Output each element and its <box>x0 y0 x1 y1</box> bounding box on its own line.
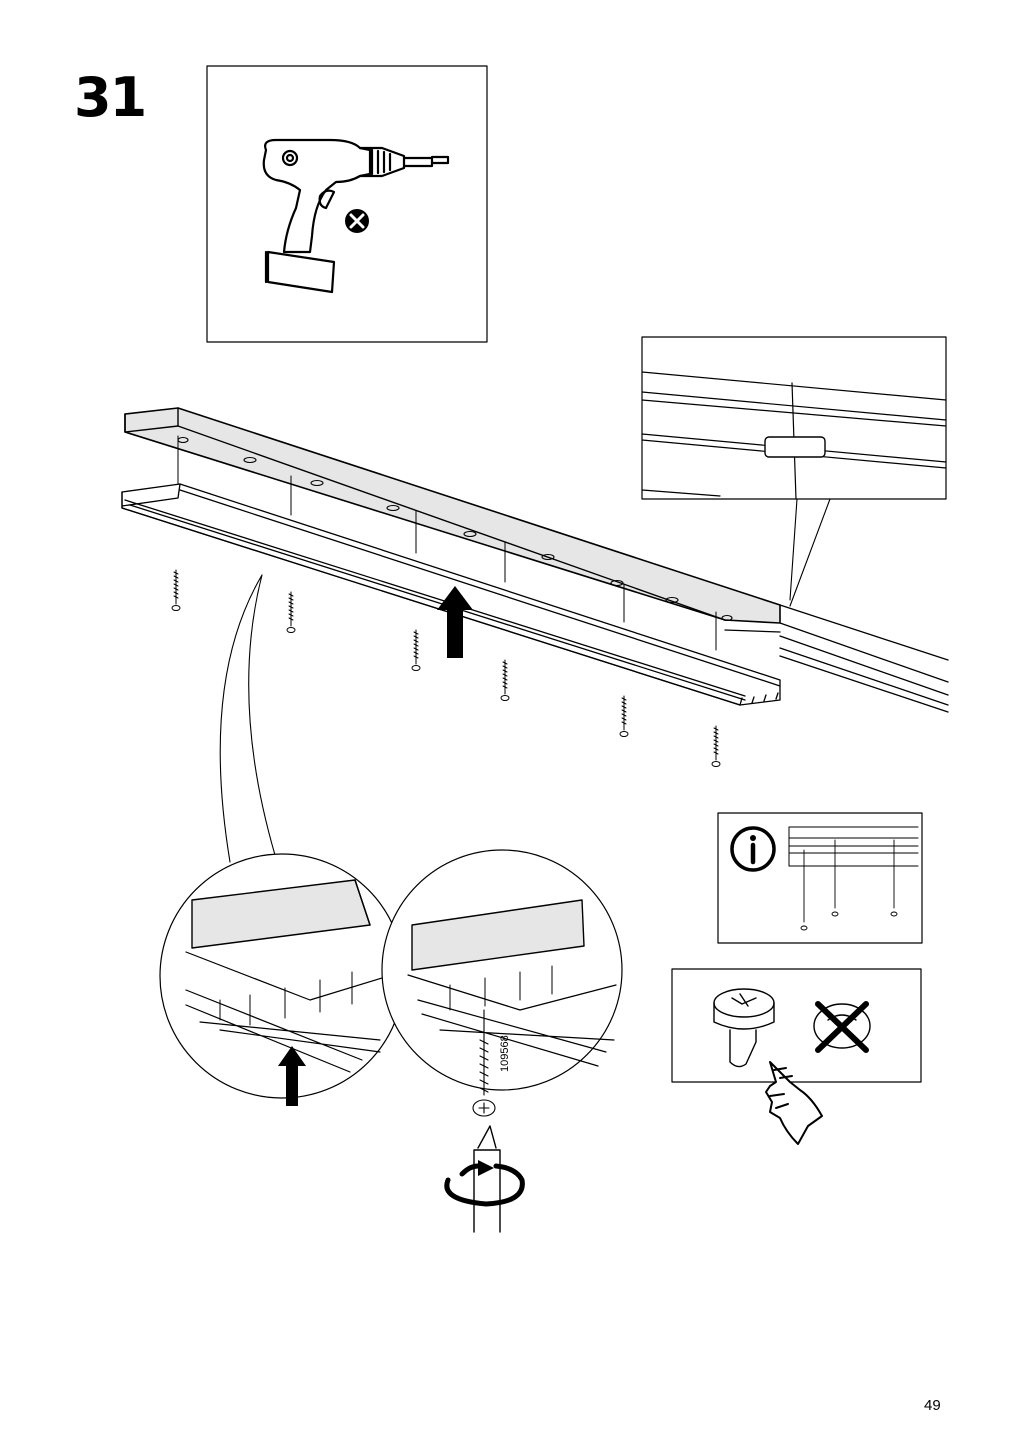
ceiling-track-panel <box>121 407 949 767</box>
screw-holes <box>177 436 733 622</box>
push-up-arrow-icon <box>437 586 473 658</box>
screw-icon <box>472 1009 496 1117</box>
callout-tail <box>219 574 276 863</box>
power-drill-icon <box>262 138 450 294</box>
magnified-rail-left <box>159 853 405 1106</box>
hand-tighten-panel <box>671 968 922 1145</box>
push-up-arrow-icon <box>278 1046 306 1106</box>
track-rail <box>121 483 949 713</box>
info-icon <box>730 826 776 872</box>
page-number: 49 <box>924 1397 941 1414</box>
hand-tighten-icon <box>765 1061 823 1145</box>
screwdriver-rotate-icon <box>444 1125 525 1233</box>
step-number: 31 <box>74 66 147 129</box>
alignment-lines <box>177 435 717 651</box>
screw-info-panel <box>717 812 923 944</box>
no-power-drill-panel <box>206 65 488 343</box>
magnified-rail-right <box>381 849 623 1117</box>
screws-row <box>171 569 721 767</box>
joint-detail-inset <box>641 336 947 607</box>
screw-head-correct-icon <box>713 988 775 1068</box>
part-number-label: 109568 <box>499 1035 511 1072</box>
prohibited-x-icon <box>345 209 369 233</box>
screw-head-incorrect-icon <box>813 1001 871 1053</box>
